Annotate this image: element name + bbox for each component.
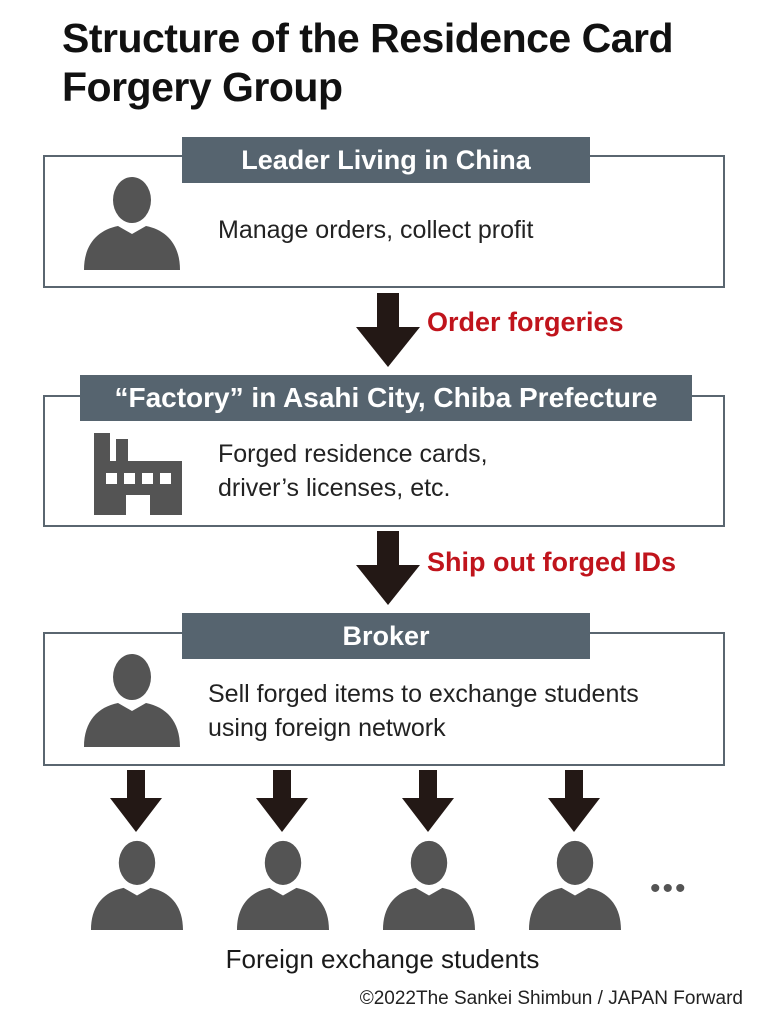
factory-description-line-1: Forged residence cards, (218, 440, 488, 468)
students-label: Foreign exchange students (225, 944, 540, 974)
arrow-down-icon-1 (356, 293, 420, 367)
broker-description: Sell forged items to exchange students u… (208, 677, 639, 745)
leader-header: Leader Living in China (182, 137, 590, 183)
title-line-1: Structure of the Residence Card (62, 15, 674, 61)
arrow-down-icon-student-3 (402, 770, 454, 832)
ship-out-label: Ship out forged IDs (427, 547, 676, 577)
leader-person-icon (84, 177, 180, 270)
leader-description: Manage orders, collect profit (218, 216, 534, 244)
arrow-down-icon-2 (356, 531, 420, 605)
student-person-icon-2 (237, 840, 329, 930)
order-forgeries-label: Order forgeries (427, 307, 624, 337)
title-line-2: Forgery Group (62, 64, 343, 110)
broker-description-line-1: Sell forged items to exchange students (208, 680, 639, 708)
page-title: Structure of the Residence Card Forgery … (62, 14, 752, 112)
broker-description-line-2: using foreign network (208, 714, 446, 742)
copyright-credit: ©2022The Sankei Shimbun / JAPAN Forward (359, 988, 743, 1009)
arrow-down-icon-student-1 (110, 770, 162, 832)
broker-person-icon (84, 654, 180, 747)
arrow-down-icon-student-4 (548, 770, 600, 832)
student-person-icon-1 (91, 840, 183, 930)
more-students-ellipsis: ••• (650, 872, 688, 905)
factory-header: “Factory” in Asahi City, Chiba Prefectur… (80, 375, 692, 421)
arrow-down-icon-student-2 (256, 770, 308, 832)
broker-header: Broker (182, 613, 590, 659)
factory-description: Forged residence cards, driver’s license… (218, 437, 488, 505)
factory-icon (94, 433, 182, 515)
student-person-icon-3 (383, 840, 475, 930)
student-person-icon-4 (529, 840, 621, 930)
factory-description-line-2: driver’s licenses, etc. (218, 474, 451, 502)
